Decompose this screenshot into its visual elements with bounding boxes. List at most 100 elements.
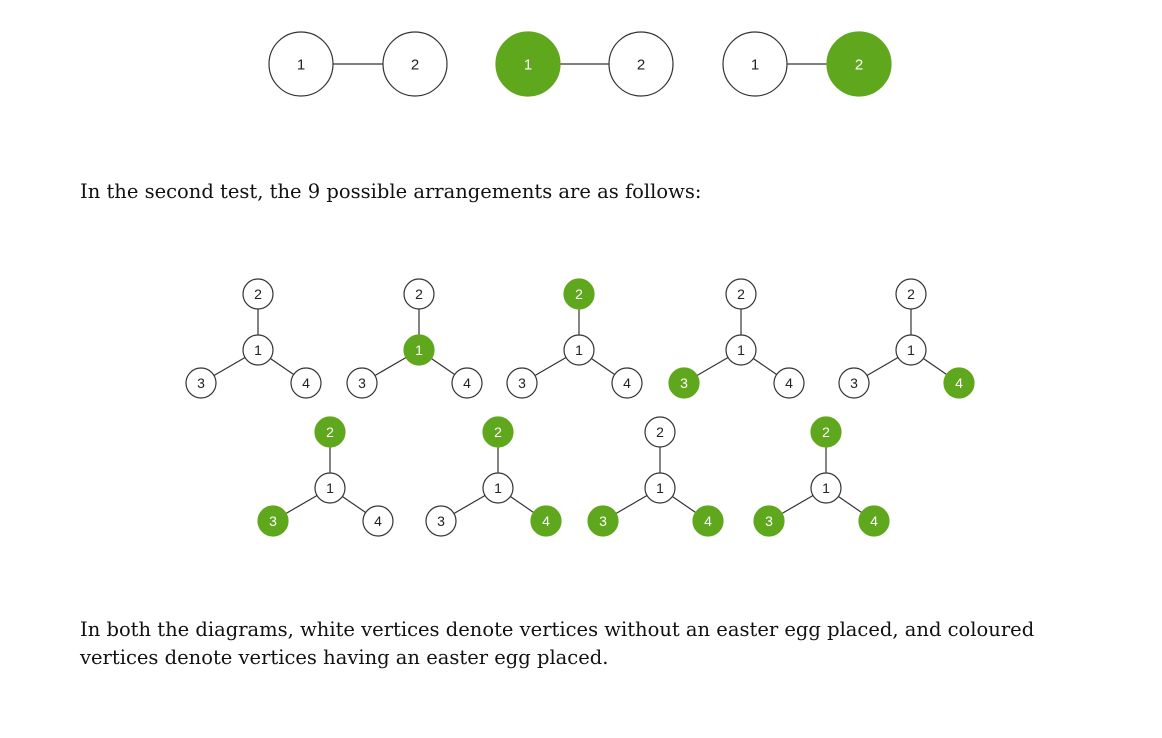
edge-1-3 xyxy=(534,356,567,377)
empty-vertex-circle xyxy=(451,367,483,399)
vertex-label: 3 xyxy=(358,375,366,391)
empty-vertex-circle xyxy=(346,367,378,399)
empty-vertex-circle xyxy=(506,367,538,399)
vertex-3: 3 xyxy=(346,367,378,399)
vertex-label: 2 xyxy=(411,56,419,73)
egg-vertex-circle xyxy=(668,367,700,399)
vertex-2: 2 xyxy=(608,31,674,97)
empty-vertex-circle xyxy=(290,367,322,399)
vertex-1: 1 xyxy=(644,472,676,504)
vertex-label: 1 xyxy=(494,480,502,496)
egg-vertex-circle xyxy=(530,505,562,537)
vertex-label: 3 xyxy=(765,513,773,529)
egg-vertex-circle xyxy=(563,278,595,310)
arrangement-6: 1 2 3 4 xyxy=(257,416,394,537)
vertex-label: 4 xyxy=(374,513,382,529)
legend-note-text: In both the diagrams, white vertices den… xyxy=(80,618,1035,669)
empty-vertex-circle xyxy=(608,31,674,97)
egg-vertex-circle xyxy=(587,505,619,537)
vertex-3: 3 xyxy=(753,505,785,537)
vertex-2: 2 xyxy=(644,416,676,448)
vertex-4: 4 xyxy=(362,505,394,537)
edge-1-4 xyxy=(591,358,615,375)
edge-1-3 xyxy=(213,356,246,377)
vertex-label: 3 xyxy=(269,513,277,529)
vertex-3: 3 xyxy=(257,505,289,537)
edge-1-4 xyxy=(270,358,294,375)
arrangement-5: 1 2 3 4 xyxy=(838,278,975,399)
vertex-label: 2 xyxy=(907,286,915,302)
vertex-2: 2 xyxy=(826,31,892,97)
vertex-label: 3 xyxy=(850,375,858,391)
vertex-4: 4 xyxy=(611,367,643,399)
empty-vertex-circle xyxy=(314,472,346,504)
vertex-3: 3 xyxy=(587,505,619,537)
vertex-label: 2 xyxy=(855,56,863,73)
vertex-label: 1 xyxy=(297,56,305,73)
vertex-4: 4 xyxy=(858,505,890,537)
vertex-label: 4 xyxy=(955,375,963,391)
vertex-2: 2 xyxy=(242,278,274,310)
vertex-4: 4 xyxy=(773,367,805,399)
arrangement-4: 1 2 3 4 xyxy=(668,278,805,399)
vertex-label: 2 xyxy=(737,286,745,302)
vertex-label: 3 xyxy=(680,375,688,391)
empty-vertex-circle xyxy=(362,505,394,537)
egg-vertex-circle xyxy=(257,505,289,537)
vertex-1: 1 xyxy=(725,334,757,366)
vertex-label: 1 xyxy=(326,480,334,496)
edge-1-4 xyxy=(431,358,455,375)
vertex-label: 3 xyxy=(599,513,607,529)
vertex-label: 2 xyxy=(637,56,645,73)
vertex-label: 1 xyxy=(524,56,532,73)
edge-1-3 xyxy=(285,494,318,515)
vertex-1: 1 xyxy=(895,334,927,366)
empty-vertex-circle xyxy=(773,367,805,399)
second-test-intro-text: In the second test, the 9 possible arran… xyxy=(80,180,702,203)
vertex-4: 4 xyxy=(943,367,975,399)
vertex-label: 4 xyxy=(623,375,631,391)
vertex-label: 1 xyxy=(656,480,664,496)
vertex-3: 3 xyxy=(668,367,700,399)
vertex-label: 1 xyxy=(415,342,423,358)
vertex-label: 2 xyxy=(494,424,502,440)
vertex-2: 2 xyxy=(895,278,927,310)
edge-1-4 xyxy=(838,496,862,513)
arrangement-8: 1 2 3 4 xyxy=(587,416,724,537)
egg-vertex-circle xyxy=(810,416,842,448)
empty-vertex-circle xyxy=(644,416,676,448)
vertex-1: 1 xyxy=(482,472,514,504)
empty-vertex-circle xyxy=(482,472,514,504)
egg-vertex-circle xyxy=(826,31,892,97)
edge-1-4 xyxy=(753,358,777,375)
vertex-label: 2 xyxy=(326,424,334,440)
empty-vertex-circle xyxy=(810,472,842,504)
egg-vertex-circle xyxy=(482,416,514,448)
empty-vertex-circle xyxy=(403,278,435,310)
vertex-1: 1 xyxy=(810,472,842,504)
edge-1-3 xyxy=(615,494,648,515)
vertex-2: 2 xyxy=(725,278,757,310)
vertex-label: 2 xyxy=(575,286,583,302)
vertex-label: 3 xyxy=(518,375,526,391)
vertex-label: 4 xyxy=(302,375,310,391)
empty-vertex-circle xyxy=(382,31,448,97)
empty-vertex-circle xyxy=(722,31,788,97)
edge-1-3 xyxy=(781,494,814,515)
vertex-label: 4 xyxy=(785,375,793,391)
empty-vertex-circle xyxy=(563,334,595,366)
vertex-label: 1 xyxy=(822,480,830,496)
vertex-4: 4 xyxy=(692,505,724,537)
edge-1-3 xyxy=(696,356,729,377)
empty-vertex-circle xyxy=(725,334,757,366)
vertex-label: 4 xyxy=(870,513,878,529)
vertex-1: 1 xyxy=(495,31,561,97)
vertex-2: 2 xyxy=(482,416,514,448)
